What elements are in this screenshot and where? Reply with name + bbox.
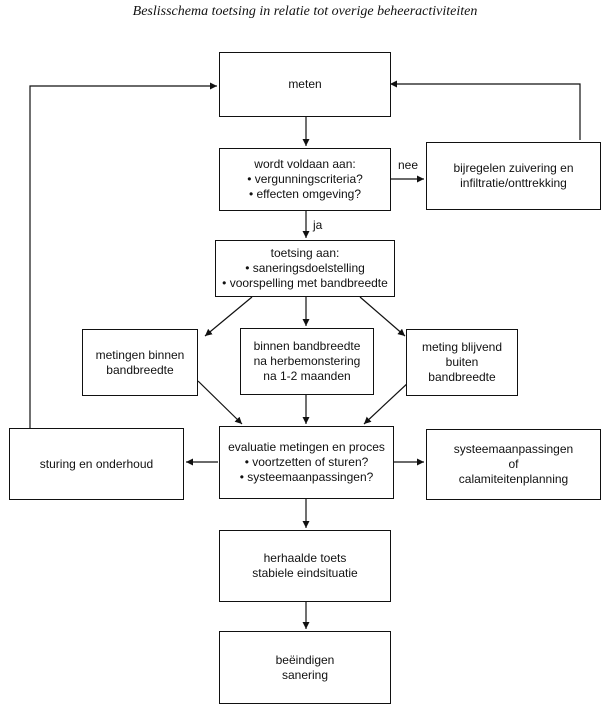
node-text: • voortzetten of sturen? <box>244 455 369 469</box>
node-text: binnen bandbreedte <box>253 339 361 353</box>
node-text: sturing en onderhoud <box>39 456 154 471</box>
node-text: meting blijvend <box>421 340 503 354</box>
edge-label-ja: ja <box>313 218 323 232</box>
node-metingen-binnen-bandbreedte: metingen binnen bandbreedte <box>82 329 198 396</box>
arrow-sturing-to-meten <box>29 82 217 428</box>
node-text: infiltratie/onttrekking <box>460 176 567 190</box>
node-voldaan: wordt voldaan aan: • vergunningscriteria… <box>219 148 391 211</box>
node-text: bandbreedte <box>428 370 496 384</box>
node-meting-buiten-bandbreedte: meting blijvend buiten bandbreedte <box>406 329 518 396</box>
node-text: meten <box>288 77 322 91</box>
node-beeindigen-sanering: beëindigen sanering <box>219 631 391 704</box>
node-herhaalde-toets: herhaalde toets stabiele eindsituatie <box>219 530 391 602</box>
node-text: systeemaanpassingen <box>453 442 574 456</box>
node-text: buiten <box>445 355 479 369</box>
arrow-binnen-bandbreedte-to-evaluatie <box>197 380 243 425</box>
node-meten: meten <box>219 52 391 117</box>
node-binnen-na-herbemonstering: binnen bandbreedte na herbemonstering na… <box>240 328 374 395</box>
node-evaluatie: evaluatie metingen en proces • voortzett… <box>219 426 394 499</box>
node-text: stabiele eindsituatie <box>252 566 358 580</box>
node-text: • systeemaanpassingen? <box>239 470 374 484</box>
arrow-toetsing-to-buiten-bandbreedte <box>359 296 406 337</box>
node-text: • voorspelling met bandbreedte <box>222 276 388 290</box>
node-text: of <box>508 457 519 471</box>
node-text: bijregelen zuivering en <box>453 161 574 175</box>
arrow-buiten-bandbreedte-to-evaluatie <box>363 380 411 425</box>
node-text: • saneringsdoelstelling <box>245 261 365 275</box>
node-text: evaluatie metingen en proces <box>228 440 385 454</box>
node-text: bandbreedte <box>106 362 174 377</box>
node-text: sanering <box>281 667 329 682</box>
node-text: • vergunningscriteria? <box>247 172 363 186</box>
node-text: calamiteitenplanning <box>458 472 569 486</box>
node-text: herhaalde toets <box>263 551 347 565</box>
arrow-toetsing-to-binnen-bandbreedte <box>204 296 253 337</box>
node-systeemaanpassingen: systeemaanpassingen of calamiteitenplann… <box>426 429 601 500</box>
node-text: na herbemonstering <box>253 354 361 368</box>
node-text: toetsing aan: <box>270 246 340 260</box>
node-text: beëindigen <box>275 652 335 667</box>
node-sturing-en-onderhoud: sturing en onderhoud <box>9 428 184 500</box>
node-text: • effecten omgeving? <box>248 187 362 201</box>
diagram-title: Beslisschema toetsing in relatie tot ove… <box>132 4 478 19</box>
node-text: wordt voldaan aan: <box>254 157 356 171</box>
node-toetsing: toetsing aan: • saneringsdoelstelling • … <box>215 240 395 297</box>
arrow-bijregelen-to-meten <box>390 80 581 140</box>
node-bijregelen: bijregelen zuivering en infiltratie/ontt… <box>426 142 601 210</box>
node-text: metingen binnen <box>95 347 185 362</box>
edge-label-nee: nee <box>398 158 419 172</box>
node-text: na 1-2 maanden <box>263 369 351 383</box>
